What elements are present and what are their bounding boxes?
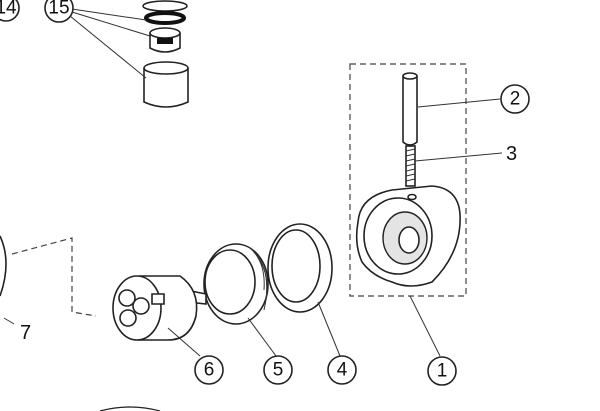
callout-15-label: 15	[48, 0, 69, 19]
callout-5-label: 5	[273, 360, 284, 381]
part-6-cartridge	[112, 275, 207, 341]
callout-15: 15	[44, 0, 151, 79]
callout-5: 5	[247, 317, 293, 385]
callout-7-label: 7	[20, 322, 31, 344]
part-4-cover-ring	[267, 223, 333, 313]
part-5-nut	[203, 243, 269, 325]
callout-4-label: 4	[337, 360, 348, 381]
handle-group-box	[349, 63, 467, 297]
callout-1: 1	[409, 295, 457, 386]
callout-14-label: 14	[0, 0, 17, 19]
callout-4: 4	[317, 301, 357, 385]
callout-2-label: 2	[510, 89, 521, 110]
callout-6: 6	[167, 327, 224, 385]
callout-3-label: 3	[506, 143, 517, 165]
part-7-body	[0, 235, 97, 325]
callout-6-label: 6	[204, 360, 215, 381]
callout-1-label: 1	[437, 361, 448, 382]
part-15-assembly	[142, 0, 189, 108]
callout-14: 14	[0, 0, 20, 22]
callout-7: 7	[20, 322, 31, 344]
callout-2: 2	[417, 84, 530, 114]
callout-3: 3	[414, 143, 517, 165]
part-1-knob	[355, 185, 461, 287]
part-2-pin	[402, 72, 418, 146]
bottom-partial-part	[99, 406, 161, 411]
part-3-screw	[405, 145, 416, 187]
